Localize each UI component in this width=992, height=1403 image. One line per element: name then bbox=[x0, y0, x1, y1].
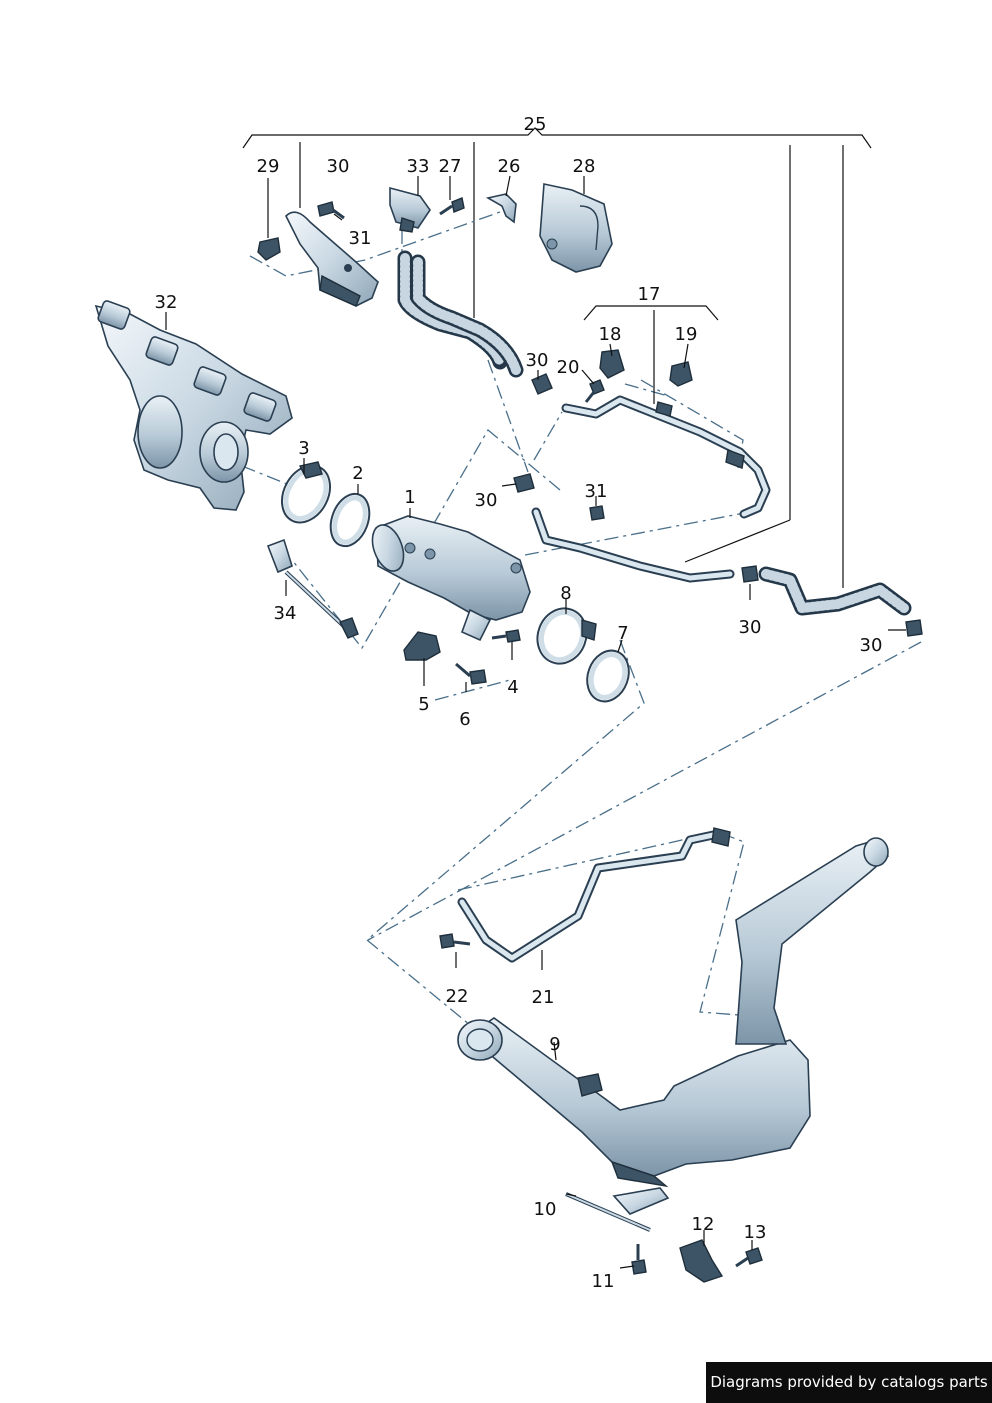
label-10: 10 bbox=[534, 1199, 557, 1220]
clip-19 bbox=[669, 361, 693, 387]
bracket-12 bbox=[679, 1239, 724, 1283]
mounting-bracket bbox=[285, 211, 379, 307]
label-5: 5 bbox=[418, 694, 429, 715]
label-22: 22 bbox=[446, 986, 469, 1007]
clip-29 bbox=[257, 237, 281, 261]
label-4: 4 bbox=[507, 677, 518, 698]
label-33: 33 bbox=[407, 156, 430, 177]
clamp-8 bbox=[536, 607, 597, 665]
vacuum-hoses-upper bbox=[397, 250, 524, 378]
vacuum-hose-right bbox=[758, 566, 923, 637]
label-19: 19 bbox=[675, 324, 698, 345]
label-17: 17 bbox=[638, 284, 661, 305]
label-leaders bbox=[165, 175, 906, 1269]
label-20: 20 bbox=[557, 357, 580, 378]
label-31-mid: 31 bbox=[585, 481, 608, 502]
gasket-2 bbox=[329, 492, 371, 548]
label-9: 9 bbox=[549, 1034, 560, 1055]
bolt-22 bbox=[439, 933, 471, 949]
heat-shield-28 bbox=[539, 183, 613, 273]
label-21: 21 bbox=[532, 987, 555, 1008]
turbocharger-manifold-32 bbox=[94, 300, 293, 511]
sensor-10 bbox=[565, 1187, 670, 1232]
catalytic-converter-1 bbox=[371, 515, 531, 642]
label-3: 3 bbox=[298, 438, 309, 459]
clamp-30-a bbox=[531, 373, 553, 395]
label-26: 26 bbox=[498, 156, 521, 177]
label-30-right: 30 bbox=[739, 617, 762, 638]
bolt-4 bbox=[491, 629, 521, 643]
part-number-labels: 25 29 30 33 27 26 28 31 32 17 18 19 30 2… bbox=[155, 114, 883, 1292]
pressure-sensor-33 bbox=[389, 186, 431, 233]
front-pipe-9 bbox=[457, 837, 890, 1188]
bracket-5 bbox=[403, 631, 441, 661]
label-27: 27 bbox=[439, 156, 462, 177]
label-1: 1 bbox=[404, 487, 415, 508]
pressure-line-17 bbox=[561, 395, 771, 519]
label-7: 7 bbox=[617, 623, 628, 644]
label-34: 34 bbox=[274, 603, 297, 624]
label-11: 11 bbox=[592, 1271, 615, 1292]
label-30: 30 bbox=[327, 156, 350, 177]
label-12: 12 bbox=[692, 1214, 715, 1235]
bolt-30-top bbox=[317, 201, 345, 220]
label-6: 6 bbox=[459, 709, 470, 730]
label-32: 32 bbox=[155, 292, 178, 313]
bolt-6 bbox=[455, 662, 487, 685]
label-18: 18 bbox=[599, 324, 622, 345]
pressure-line-lower bbox=[513, 473, 759, 583]
bolt-20 bbox=[584, 379, 605, 403]
label-28: 28 bbox=[573, 156, 596, 177]
bracket-group-25 bbox=[242, 127, 872, 588]
bolt-27 bbox=[439, 197, 465, 216]
label-30-left: 30 bbox=[475, 490, 498, 511]
label-8: 8 bbox=[560, 583, 571, 604]
bolt-13 bbox=[735, 1247, 763, 1268]
label-30-far-right: 30 bbox=[860, 635, 883, 656]
label-30-mid: 30 bbox=[526, 350, 549, 371]
temperature-sensor-34 bbox=[266, 538, 359, 639]
label-29: 29 bbox=[257, 156, 280, 177]
label-13: 13 bbox=[744, 1222, 767, 1243]
label-25: 25 bbox=[524, 114, 547, 135]
clip-18 bbox=[599, 349, 625, 379]
clamp-3 bbox=[281, 461, 331, 524]
clip-26 bbox=[485, 193, 517, 224]
label-31-top: 31 bbox=[349, 228, 372, 249]
label-2: 2 bbox=[352, 463, 363, 484]
bolt-11 bbox=[631, 1244, 647, 1275]
pressure-pipe-21 bbox=[457, 827, 731, 963]
credit-banner: Diagrams provided by catalogs parts bbox=[706, 1362, 992, 1403]
gasket-7 bbox=[586, 649, 630, 703]
